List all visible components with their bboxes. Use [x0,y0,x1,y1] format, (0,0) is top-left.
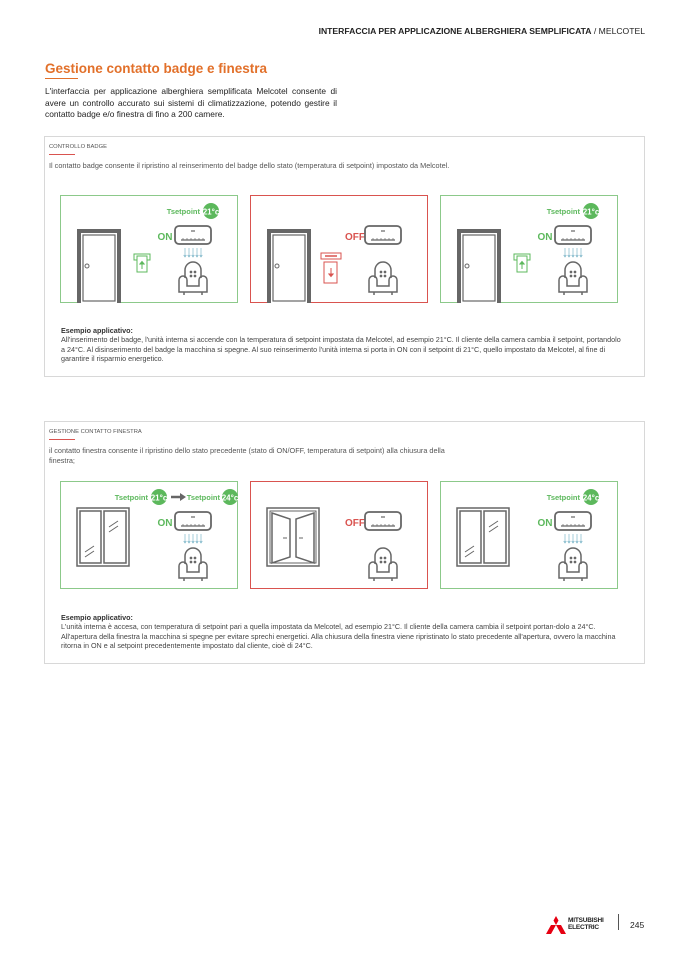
section-title: GESTIONE CONTATTO FINESTRA [49,429,142,435]
state-label: ON [538,232,553,243]
armchair-icon [368,261,398,295]
air-conditioner-icon [174,511,212,531]
intro-text: L'interfaccia per applicazione alberghie… [45,86,337,119]
running-header: INTERFACCIA PER APPLICAZIONE ALBERGHIERA… [319,26,645,36]
window-open-icon [266,507,320,567]
air-conditioner-icon [364,225,402,245]
armchair-icon [368,547,398,581]
air-conditioner-icon [554,225,592,245]
arrow-right-icon [180,493,186,501]
example-title: Esempio applicativo: [61,613,133,622]
door-icon [77,229,121,303]
page-title: Gestione contatto badge e finestra [45,61,268,76]
setpoint-label: Tsetpoint [167,207,201,216]
setpoint-badge [203,203,219,219]
setpoint-label: Tsetpoint [547,493,581,502]
airflow-icon [183,248,203,258]
air-conditioner-icon [174,225,212,245]
armchair-icon [178,547,208,581]
door-icon [457,229,501,303]
setpoint-label: Tsetpoint [547,207,581,216]
badge-reader-removed-icon [320,252,342,284]
setpoint-label: Tsetpoint [115,493,149,502]
armchair-icon [558,261,588,295]
badge-reader-inserted-icon [513,253,531,273]
page-number: 245 [630,920,645,930]
section-badge: CONTROLLO BADGE Il contatto badge consen… [44,136,645,377]
armchair-icon [558,547,588,581]
window-closed-icon [76,507,130,567]
header-separator: / [591,26,599,36]
setpoint-value: 21°c [203,208,220,217]
airflow-icon [563,534,583,544]
setpoint-badge [583,203,599,219]
section-desc: Il contatto badge consente il ripristino… [49,161,450,170]
setpoint-value: 24°c [222,494,239,503]
example-text: L'unità interna è accesa, con temperatur… [61,622,616,651]
state-label: ON [538,518,553,529]
setpoint-badge [583,489,599,505]
example-title: Esempio applicativo: [61,326,133,335]
section-desc: il contatto finestra consente il riprist… [49,446,445,465]
header-brand: MELCOTEL [598,26,645,36]
setpoint-value: 21°c [583,208,600,217]
panel-window-open: OFF [250,481,428,589]
setpoint-value: 24°c [583,494,600,503]
panel-badge-removed: OFF [250,195,428,303]
example: Esempio applicativo:All'inserimento del … [61,326,621,364]
header-section: INTERFACCIA PER APPLICAZIONE ALBERGHIERA… [318,26,592,36]
footer-divider [618,914,619,930]
air-conditioner-icon [364,511,402,531]
door-icon [267,229,311,303]
setpoint-value: 21°c [151,494,168,503]
badge-reader-inserted-icon [133,253,151,273]
example: Esempio applicativo:L'unità interna è ac… [61,613,621,651]
armchair-icon [178,261,208,295]
state-label: OFF [345,232,365,243]
section-underline [49,154,75,155]
airflow-icon [563,248,583,258]
state-label: ON [158,518,173,529]
section-window: GESTIONE CONTATTO FINESTRA il contatto f… [44,421,645,664]
title-underline [45,78,78,79]
state-label: ON [158,232,173,243]
section-underline [49,439,75,440]
example-text: All'inserimento del badge, l'unità inter… [61,335,621,364]
state-label: OFF [345,518,365,529]
air-conditioner-icon [554,511,592,531]
airflow-icon [183,534,203,544]
setpoint-label: Tsetpoint [187,493,221,502]
mitsubishi-logo-icon [546,916,566,934]
window-closed-icon [456,507,510,567]
section-title: CONTROLLO BADGE [49,144,107,150]
